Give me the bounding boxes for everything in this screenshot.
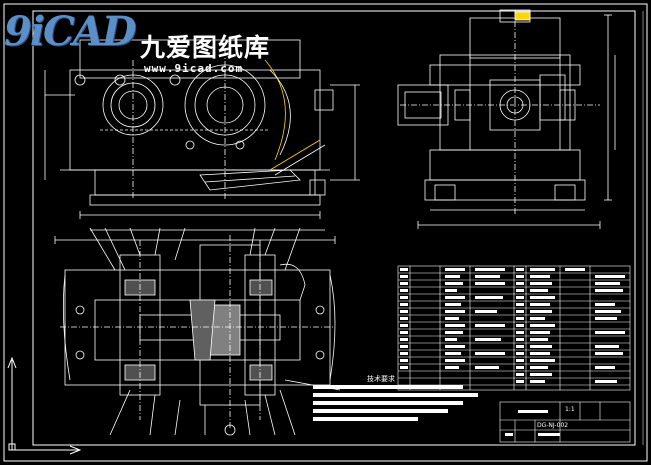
section-view [54, 227, 341, 436]
ucs-icon [7, 356, 82, 455]
title-block-scale: 1:1 [565, 406, 575, 413]
drawing-frame [3, 3, 648, 462]
side-view [397, 9, 616, 229]
site-logo[interactable]: 9iCAD 九爱图纸库 www.9icad.com [4, 8, 304, 75]
title-block [499, 401, 631, 443]
title-block-drawing-no: DG-NJ-002 [537, 422, 569, 429]
front-view [44, 39, 360, 231]
logo-mark: 9iCAD [4, 8, 137, 55]
tech-requirements-text [313, 385, 478, 421]
parts-list-text-strokes [400, 268, 625, 383]
logo-url[interactable]: www.9icad.com [144, 62, 244, 75]
logo-site-name: 九爱图纸库 [140, 33, 271, 62]
parts-list-table [397, 265, 631, 391]
tech-requirements-title: 技术要求 [367, 375, 395, 383]
